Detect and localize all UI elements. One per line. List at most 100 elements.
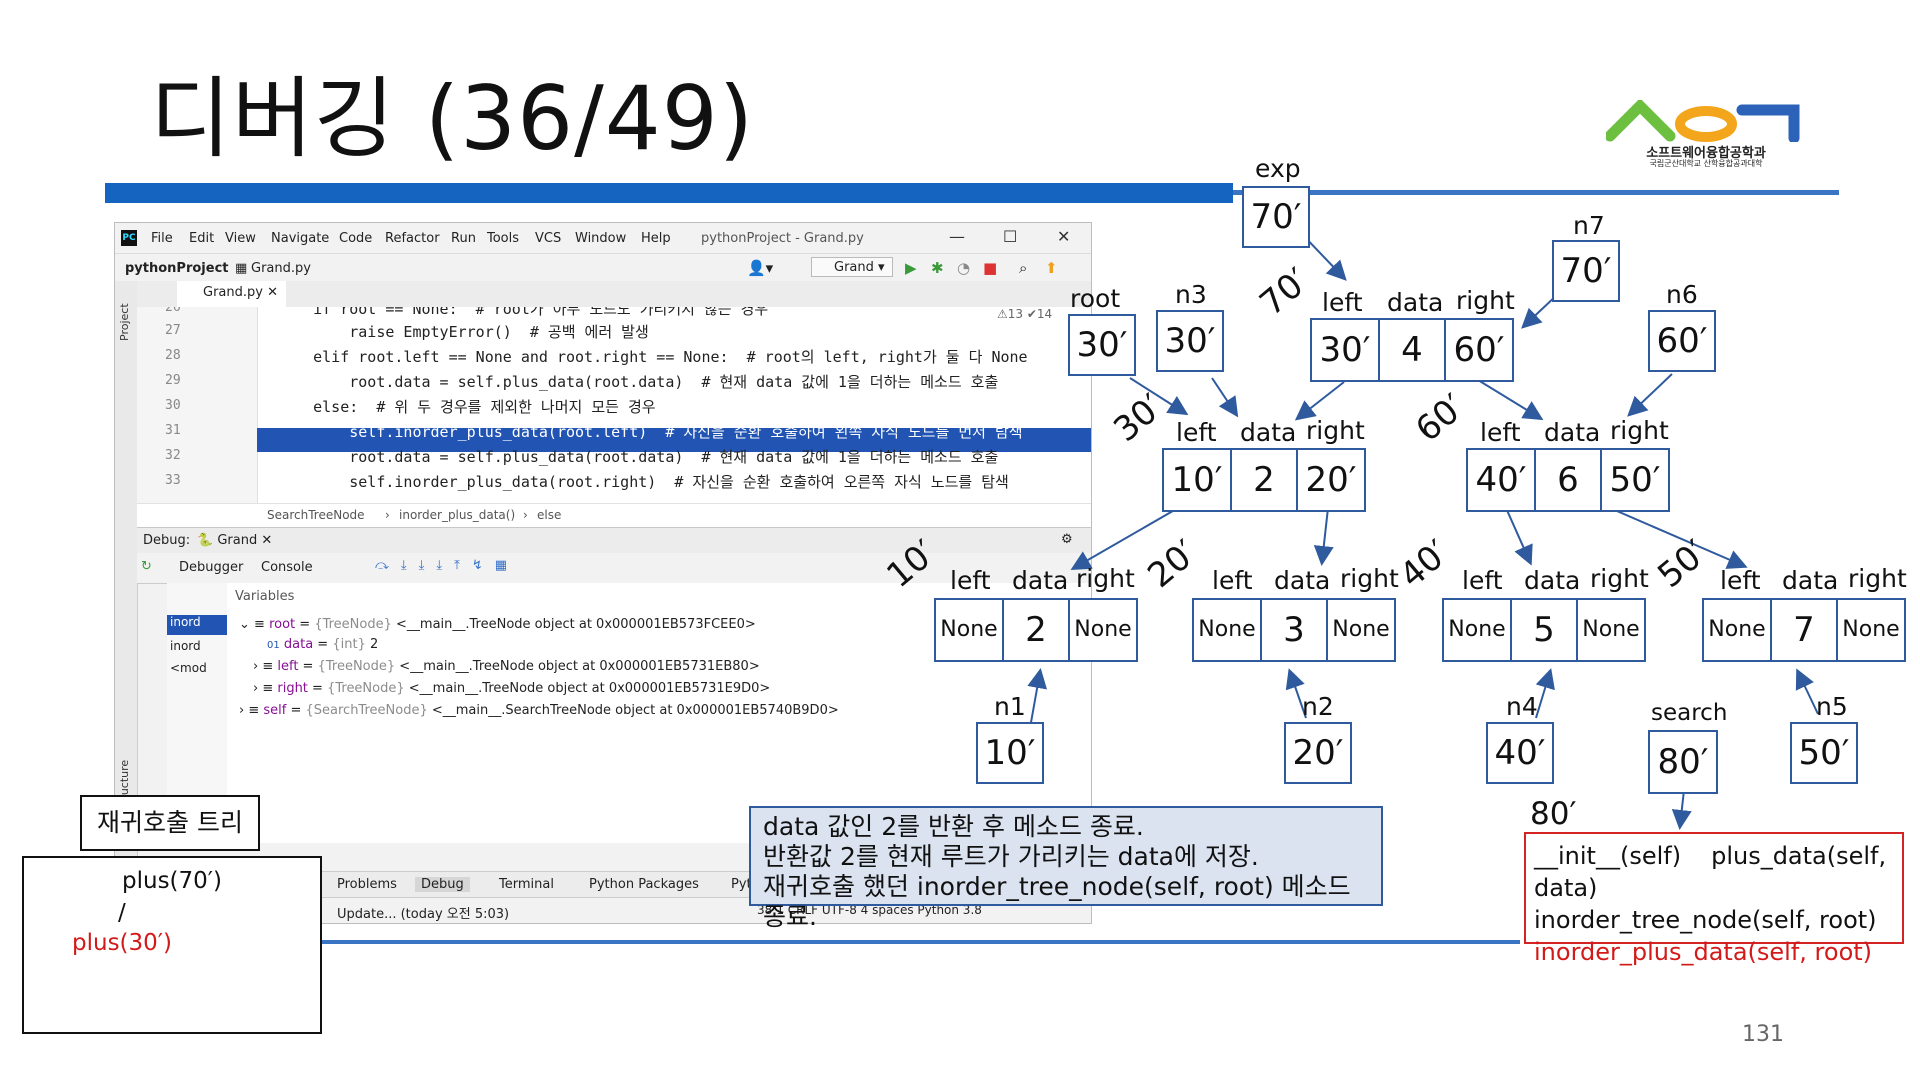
node60-right-label: right xyxy=(1610,416,1669,445)
node50-left-cell: None xyxy=(1702,598,1772,662)
n7-label: n7 xyxy=(1573,211,1605,240)
maximize-icon[interactable]: ☐ xyxy=(1003,227,1018,246)
rerun-icon[interactable]: ↻ xyxy=(141,559,152,574)
node70-right-cell: 60′ xyxy=(1444,318,1514,382)
run-config-label: Grand xyxy=(834,260,874,275)
node70-left-label: left xyxy=(1322,288,1363,317)
n2-pointer-box: 20′ xyxy=(1284,722,1352,784)
arrow-n6 xyxy=(1627,373,1673,417)
search-label: search xyxy=(1651,700,1728,726)
menu-tools[interactable]: Tools xyxy=(487,231,520,246)
node30-left-label: left xyxy=(1176,418,1217,447)
problems-tab[interactable]: Problems xyxy=(337,877,397,892)
explanation-line-3: 재귀호출 했던 inorder_tree_node(self, root) 메소… xyxy=(763,872,1351,931)
node60-data-label: data xyxy=(1544,418,1601,447)
node60-right-cell: 50′ xyxy=(1600,448,1670,512)
variable-row[interactable]: › ≡ left = {TreeNode} <__main__.TreeNode… xyxy=(253,659,760,674)
n1-pointer-box: 10′ xyxy=(976,722,1044,784)
debug-tab[interactable]: Debug xyxy=(415,877,470,892)
debug-config-tab[interactable]: 🐍 Grand ✕ xyxy=(197,533,273,548)
frame-item-selected[interactable]: inord xyxy=(167,615,227,635)
node20-left-label: left xyxy=(1212,566,1253,595)
arrow-node30-left xyxy=(1070,507,1179,570)
search-icon[interactable]: ⌕ xyxy=(1019,259,1028,277)
update-icon[interactable]: ⬆ xyxy=(1045,259,1058,277)
debug-tool-header: Debug: 🐍 Grand ✕ ⚙ xyxy=(137,527,1091,554)
variable-row[interactable]: › ≡ self = {SearchTreeNode} <__main__.Se… xyxy=(239,703,839,718)
crumb-method[interactable]: inorder_plus_data() xyxy=(399,508,516,522)
coverage-icon[interactable]: ◔ xyxy=(957,259,971,277)
code-line: root.data = self.plus_data(root.data) # … xyxy=(277,448,999,466)
python-packages-tab[interactable]: Python Packages xyxy=(589,877,699,892)
menu-navigate[interactable]: Navigate xyxy=(271,231,330,246)
node70-right-label: right xyxy=(1456,286,1515,315)
node20-data-cell: 3 xyxy=(1260,598,1328,662)
settings-gear-icon[interactable]: ⚙ xyxy=(1061,532,1073,547)
menu-code[interactable]: Code xyxy=(339,231,373,246)
menu-view[interactable]: View xyxy=(225,231,256,246)
menu-file[interactable]: File xyxy=(151,231,173,246)
n4-label: n4 xyxy=(1506,692,1538,721)
arrow-node60-right xyxy=(1609,507,1748,569)
menu-help[interactable]: Help xyxy=(641,231,671,246)
user-icon[interactable]: 👤▾ xyxy=(747,259,774,277)
var-name: right xyxy=(277,681,308,696)
editor-gutter xyxy=(137,307,258,503)
menu-window[interactable]: Window xyxy=(575,231,627,246)
node40-data-label: data xyxy=(1524,566,1581,595)
minimize-icon[interactable]: — xyxy=(949,227,965,246)
arrow-n3 xyxy=(1211,377,1239,418)
var-value: 2 xyxy=(369,637,379,652)
step-controls-icon[interactable]: ⤼⤓⤓⤓⤒↯▦ xyxy=(375,558,520,573)
console-tab[interactable]: Console xyxy=(261,560,313,575)
recursion-call-2: plus(30′) xyxy=(72,930,172,956)
method-plus-data: plus_data(self, data) xyxy=(1534,842,1887,902)
menu-vcs[interactable]: VCS xyxy=(535,231,562,246)
debug-icon[interactable]: ✱ xyxy=(931,259,944,277)
editor-tab-bar: Grand.py ✕ xyxy=(137,281,1091,310)
line-number: 28 xyxy=(165,348,181,363)
node40-left-label: left xyxy=(1462,566,1503,595)
search-pointer-box: 80′ xyxy=(1648,730,1718,794)
debugger-tab[interactable]: Debugger xyxy=(179,560,244,575)
arrow-search xyxy=(1671,789,1692,830)
frame-item[interactable]: <mod xyxy=(170,661,207,675)
code-editor[interactable]: 26 27 28 29 30 31 32 33 if root == None:… xyxy=(137,307,1091,503)
crumb-block[interactable]: else xyxy=(537,508,562,522)
variables-panel: Variables ⌄ ≡ root = {TreeNode} <__main_… xyxy=(227,583,1091,843)
terminal-tab[interactable]: Terminal xyxy=(499,877,554,892)
node10-right-cell: None xyxy=(1068,598,1138,662)
variable-row[interactable]: › ≡ right = {TreeNode} <__main__.TreeNod… xyxy=(253,681,771,696)
run-configuration-select[interactable]: Grand ▾ xyxy=(811,257,893,277)
root-pointer-box: 30′ xyxy=(1068,314,1136,376)
n5-pointer-box: 50′ xyxy=(1790,722,1858,784)
inspection-widget[interactable]: ⚠13 ✔14 xyxy=(997,307,1053,321)
crumb-class[interactable]: SearchTreeNode xyxy=(267,508,365,522)
menu-refactor[interactable]: Refactor xyxy=(385,231,440,246)
node70-left-cell: 30′ xyxy=(1310,318,1380,382)
recursion-tree-box: plus(70′) / plus(30′) xyxy=(22,856,322,1034)
method-inorder-plus-data: inorder_plus_data(self, root) xyxy=(1534,938,1873,966)
close-icon[interactable]: ✕ xyxy=(1057,227,1071,246)
n7-pointer-box: 70′ xyxy=(1552,240,1620,302)
frame-item[interactable]: inord xyxy=(170,639,201,653)
variable-row[interactable]: 01 data = {int} 2 xyxy=(267,637,379,652)
node50-left-label: left xyxy=(1720,566,1761,595)
menu-run[interactable]: Run xyxy=(451,231,476,246)
n6-pointer-box: 60′ xyxy=(1648,310,1716,372)
node70-data-cell: 4 xyxy=(1378,318,1446,382)
method-init: __init__(self) xyxy=(1534,842,1682,870)
arrow-n5 xyxy=(1795,668,1819,715)
variable-row[interactable]: ⌄ ≡ root = {TreeNode} <__main__.TreeNode… xyxy=(239,617,756,632)
n4-pointer-box: 40′ xyxy=(1486,722,1554,784)
breadcrumb-file[interactable]: Grand.py xyxy=(251,261,311,276)
arrow-n1 xyxy=(1027,668,1048,729)
node10-right-label: right xyxy=(1076,564,1135,593)
menu-edit[interactable]: Edit xyxy=(189,231,215,246)
node60-left-label: left xyxy=(1480,418,1521,447)
breadcrumb-project[interactable]: pythonProject xyxy=(125,261,229,276)
stop-icon[interactable]: ■ xyxy=(983,259,998,277)
run-icon[interactable]: ▶ xyxy=(905,259,917,277)
var-value: <__main__.TreeNode object at 0x000001EB5… xyxy=(396,617,756,632)
line-number: 33 xyxy=(165,473,181,488)
